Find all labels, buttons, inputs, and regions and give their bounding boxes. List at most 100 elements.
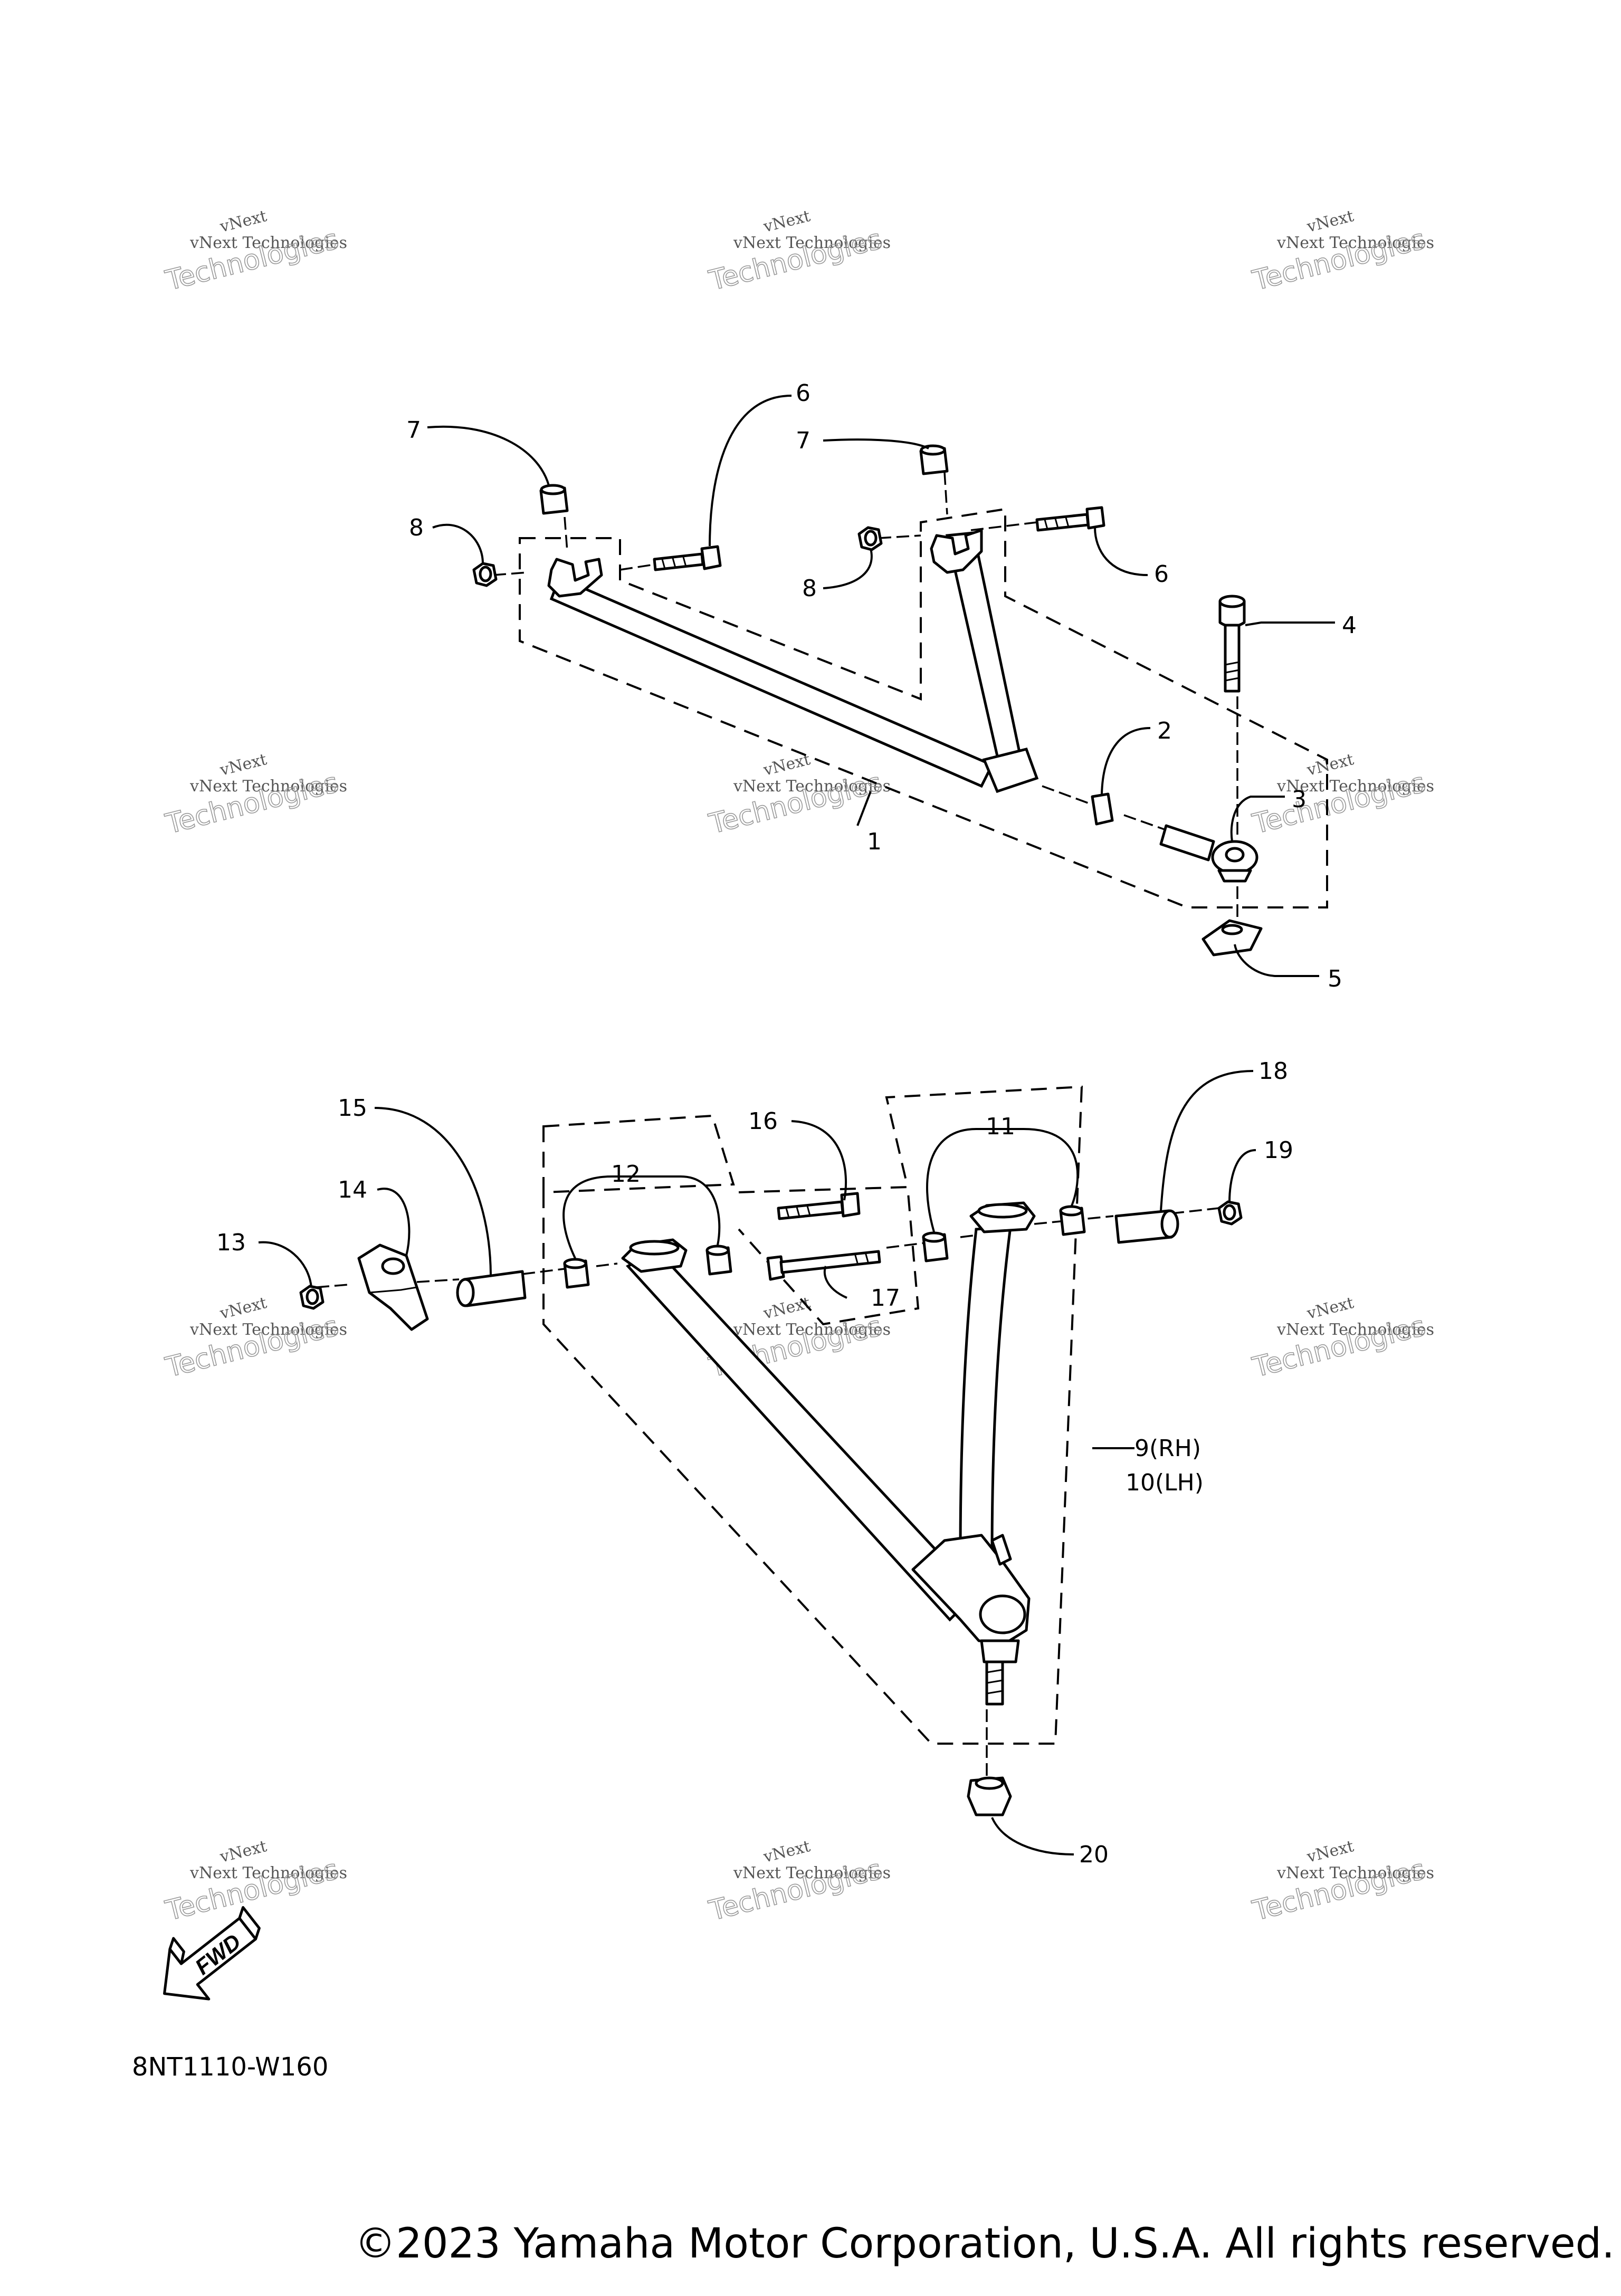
svg-text:vNext: vNext	[217, 750, 269, 780]
group-outline-lower	[542, 1085, 1083, 1745]
svg-text:vNext: vNext	[217, 1837, 269, 1867]
lower-arm-part-9-10	[621, 1201, 1036, 1706]
watermark: vNext vNext Technologies Technologies	[162, 1837, 347, 1928]
callout-2: 2	[1157, 718, 1172, 744]
part-3-rod-end	[1159, 824, 1258, 883]
callout-8a: 8	[409, 514, 424, 541]
leader-line	[562, 1175, 721, 1259]
part-20-nut	[967, 1776, 1012, 1816]
callout-6b: 6	[1154, 561, 1169, 588]
part-7-collar	[539, 484, 569, 515]
leader-line	[1234, 944, 1319, 977]
svg-text:vNext: vNext	[1304, 750, 1356, 780]
callout-3: 3	[1292, 786, 1307, 813]
part-8-nut	[472, 562, 498, 587]
center-line	[1042, 785, 1169, 832]
part-12-bushing	[563, 1258, 590, 1289]
leader-line	[1245, 621, 1335, 626]
svg-text:vNext: vNext	[761, 1294, 812, 1323]
svg-text:vNext Technologies: vNext Technologies	[733, 1321, 891, 1339]
svg-text:vNext: vNext	[1304, 207, 1356, 236]
diagram-code: 8NT1110-W160	[132, 2052, 329, 2082]
part-14-bracket	[357, 1243, 429, 1331]
callout-20: 20	[1079, 1841, 1109, 1868]
watermark: vNext vNext Technologies Technologies	[705, 1837, 891, 1928]
callout-11: 11	[986, 1113, 1015, 1140]
leader-line	[1228, 1149, 1256, 1202]
callout-15: 15	[338, 1095, 367, 1122]
center-line	[316, 1262, 618, 1288]
callout-7b: 7	[796, 427, 810, 454]
part-12-bushing	[705, 1245, 732, 1276]
leader-line	[1160, 1070, 1254, 1211]
svg-text:vNext Technologies: vNext Technologies	[1276, 1321, 1434, 1339]
leader-line	[374, 1107, 492, 1277]
center-line	[564, 472, 948, 552]
part-6-bolt	[653, 545, 722, 571]
leader-line	[258, 1241, 312, 1288]
callout-14: 14	[338, 1176, 367, 1203]
svg-text:vNext Technologies: vNext Technologies	[189, 1864, 347, 1882]
watermark: vNext vNext Technologies Technologies	[1249, 1837, 1434, 1928]
part-16-bolt	[777, 1192, 861, 1220]
center-line	[878, 521, 1037, 539]
svg-text:vNext Technologies: vNext Technologies	[1276, 777, 1434, 796]
leader-line	[791, 1120, 847, 1201]
part-7-collar	[919, 444, 949, 475]
leader-line	[709, 395, 792, 547]
callout-6a: 6	[796, 380, 810, 407]
group-outline-17	[738, 1185, 920, 1326]
svg-text:vNext: vNext	[761, 1837, 812, 1867]
callout-1: 1	[867, 828, 882, 855]
watermark: vNext vNext Technologies Technologies	[705, 750, 891, 841]
svg-text:vNext: vNext	[217, 207, 269, 236]
part-11-bushing	[1059, 1205, 1086, 1236]
callout-5: 5	[1328, 965, 1342, 992]
leader-line	[856, 791, 872, 826]
leader-line	[823, 1266, 847, 1299]
watermark: vNext vNext Technologies Technologies	[162, 750, 347, 841]
svg-text:vNext Technologies: vNext Technologies	[189, 1321, 347, 1339]
callout-10: 10(LH)	[1126, 1469, 1204, 1496]
svg-text:vNext: vNext	[217, 1294, 269, 1323]
watermark: vNext vNext Technologies Technologies	[705, 207, 891, 298]
leader-line	[427, 425, 550, 486]
part-13-nut	[299, 1285, 325, 1310]
leader-line	[991, 1817, 1074, 1855]
svg-text:vNext: vNext	[1304, 1837, 1356, 1867]
svg-text:vNext Technologies: vNext Technologies	[1276, 234, 1434, 252]
callout-9: 9(RH)	[1134, 1435, 1201, 1462]
callout-12: 12	[611, 1161, 641, 1188]
lower-arm-assembly	[258, 1070, 1256, 1855]
callout-13: 13	[216, 1229, 246, 1256]
copyright-notice: ©2023 Yamaha Motor Corporation, U.S.A. A…	[355, 2220, 1615, 2268]
callout-7a: 7	[406, 417, 421, 444]
part-11-bushing	[922, 1231, 949, 1262]
callout-8b: 8	[802, 575, 817, 602]
part-18-collar	[1114, 1209, 1179, 1244]
part-6-bolt	[1035, 506, 1105, 532]
svg-text:vNext Technologies: vNext Technologies	[189, 777, 347, 796]
leader-line	[926, 1128, 1079, 1232]
part-17-bolt	[766, 1250, 881, 1281]
watermark: vNext vNext Technologies Technologies	[162, 207, 347, 298]
callout-19: 19	[1264, 1137, 1293, 1164]
part-2-screw	[1091, 792, 1114, 826]
upper-arm-part-1	[547, 529, 1039, 793]
leader-line	[1101, 727, 1151, 795]
svg-text:vNext: vNext	[1304, 1294, 1356, 1323]
leader-line	[823, 548, 873, 589]
watermark: vNext vNext Technologies Technologies	[1249, 750, 1434, 841]
leader-line	[377, 1188, 411, 1256]
svg-text:vNext Technologies: vNext Technologies	[189, 234, 347, 252]
callout-16: 16	[748, 1108, 778, 1135]
svg-text:vNext Technologies: vNext Technologies	[733, 234, 891, 252]
leader-line	[823, 438, 929, 449]
callout-4: 4	[1342, 612, 1357, 639]
part-5-washer	[1202, 919, 1263, 956]
leader-line	[432, 523, 484, 564]
callout-labels: 1 2 3 4 5 6 6 7 7 8 8 9(RH) 10(LH) 11 12…	[216, 380, 1357, 1868]
svg-text:vNext Technologies: vNext Technologies	[1276, 1864, 1434, 1882]
leader-line	[1230, 796, 1285, 842]
